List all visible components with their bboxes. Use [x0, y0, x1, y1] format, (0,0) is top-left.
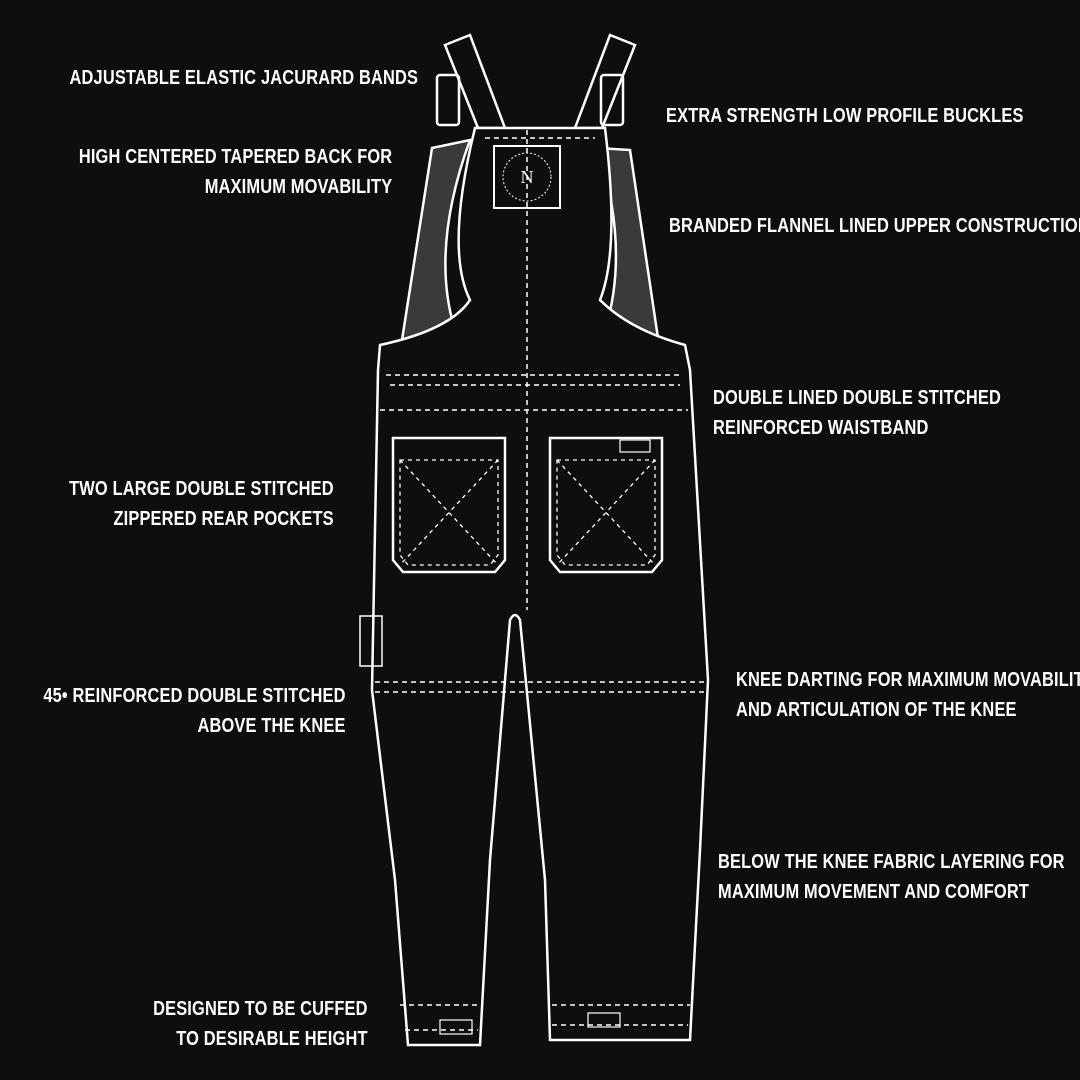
left-buckle: [435, 73, 461, 127]
overalls-body: [370, 126, 710, 1047]
left-strap: [443, 33, 507, 130]
brand-logo-patch: N: [493, 145, 561, 209]
right-buckle: [599, 73, 625, 127]
svg-text:N: N: [521, 167, 534, 187]
left-cuff-tag: [439, 1019, 473, 1035]
callout-flannel: BRANDED FLANNEL LINED UPPER CONSTRUCTION: [669, 215, 1080, 237]
callout-buckles: EXTRA STRENGTH LOW PROFILE BUCKLES: [666, 105, 1024, 127]
left-pocket: [391, 436, 507, 574]
right-cuff-tag: [587, 1012, 621, 1028]
callout-jacquard-bands: ADJUSTABLE ELASTIC JACURARD BANDS: [69, 67, 418, 89]
side-tag: [359, 615, 383, 667]
right-strap: [573, 33, 637, 130]
right-pocket: [548, 436, 664, 574]
